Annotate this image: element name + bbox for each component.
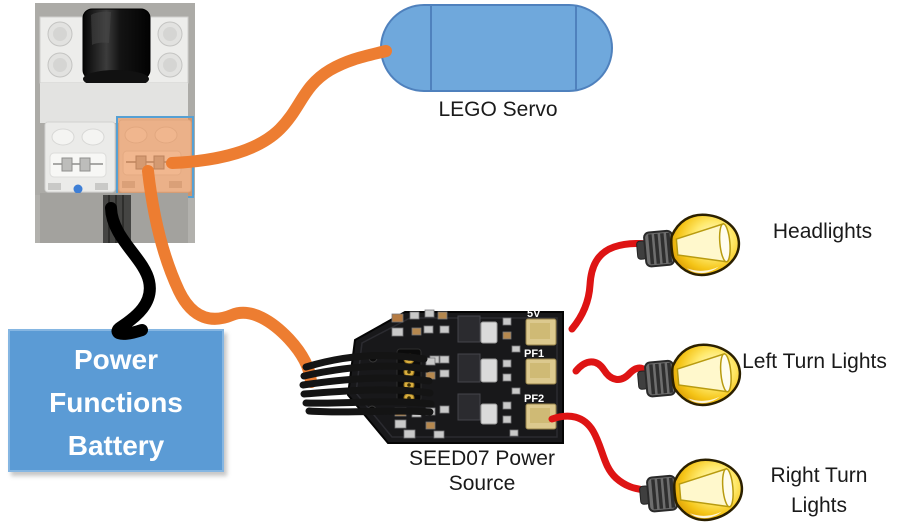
servo-divider <box>575 6 577 90</box>
connector-pf1 <box>525 358 557 385</box>
blue-dot-icon <box>73 184 83 194</box>
board-label-line1: SEED07 Power <box>409 447 555 470</box>
connector-pf2 <box>525 403 557 430</box>
power-functions-battery-box: Power Functions Battery <box>8 329 224 472</box>
ic-chips <box>457 315 481 421</box>
diode-components <box>480 321 498 425</box>
ir-dome-icon <box>82 8 151 88</box>
connector-label-5v: 5V <box>527 308 541 320</box>
ir-receiver-photo <box>35 3 195 243</box>
connector-5v <box>525 318 557 346</box>
servo-label: LEGO Servo <box>438 98 558 121</box>
pin-header-icon <box>396 348 422 404</box>
left-turn-bulb-icon <box>637 343 742 407</box>
orange-wire-to-servo <box>166 45 392 169</box>
receiver-port-left <box>44 121 116 194</box>
servo-divider <box>430 6 432 90</box>
receiver-top-brick <box>39 8 189 88</box>
right-turn-label-line2: Lights <box>790 494 848 517</box>
battery-label-line2: Functions <box>49 387 183 418</box>
port-highlight <box>116 116 194 198</box>
headlights-bulb-icon <box>636 213 741 277</box>
board-label: SEED07 Power Source <box>388 446 576 496</box>
headlights-label: Headlights <box>772 220 873 243</box>
right-turn-label: Right Turn Lights <box>735 461 903 521</box>
right-turn-label-line1: Right Turn <box>770 464 868 487</box>
battery-label-line1: Power <box>73 344 159 375</box>
connector-label-pf1: PF1 <box>524 348 544 360</box>
board-label-line2: Source <box>448 472 516 495</box>
receiver-base <box>40 193 188 243</box>
left-turn-label: Left Turn Lights <box>742 350 887 373</box>
battery-label-line3: Battery <box>67 430 165 461</box>
seed07-board: 5V PF1 PF2 <box>346 308 564 444</box>
smd-components <box>391 309 521 439</box>
right-turn-bulb-icon <box>639 458 744 522</box>
connector-label-pf2: PF2 <box>524 393 544 405</box>
lego-servo-shape <box>380 4 613 92</box>
